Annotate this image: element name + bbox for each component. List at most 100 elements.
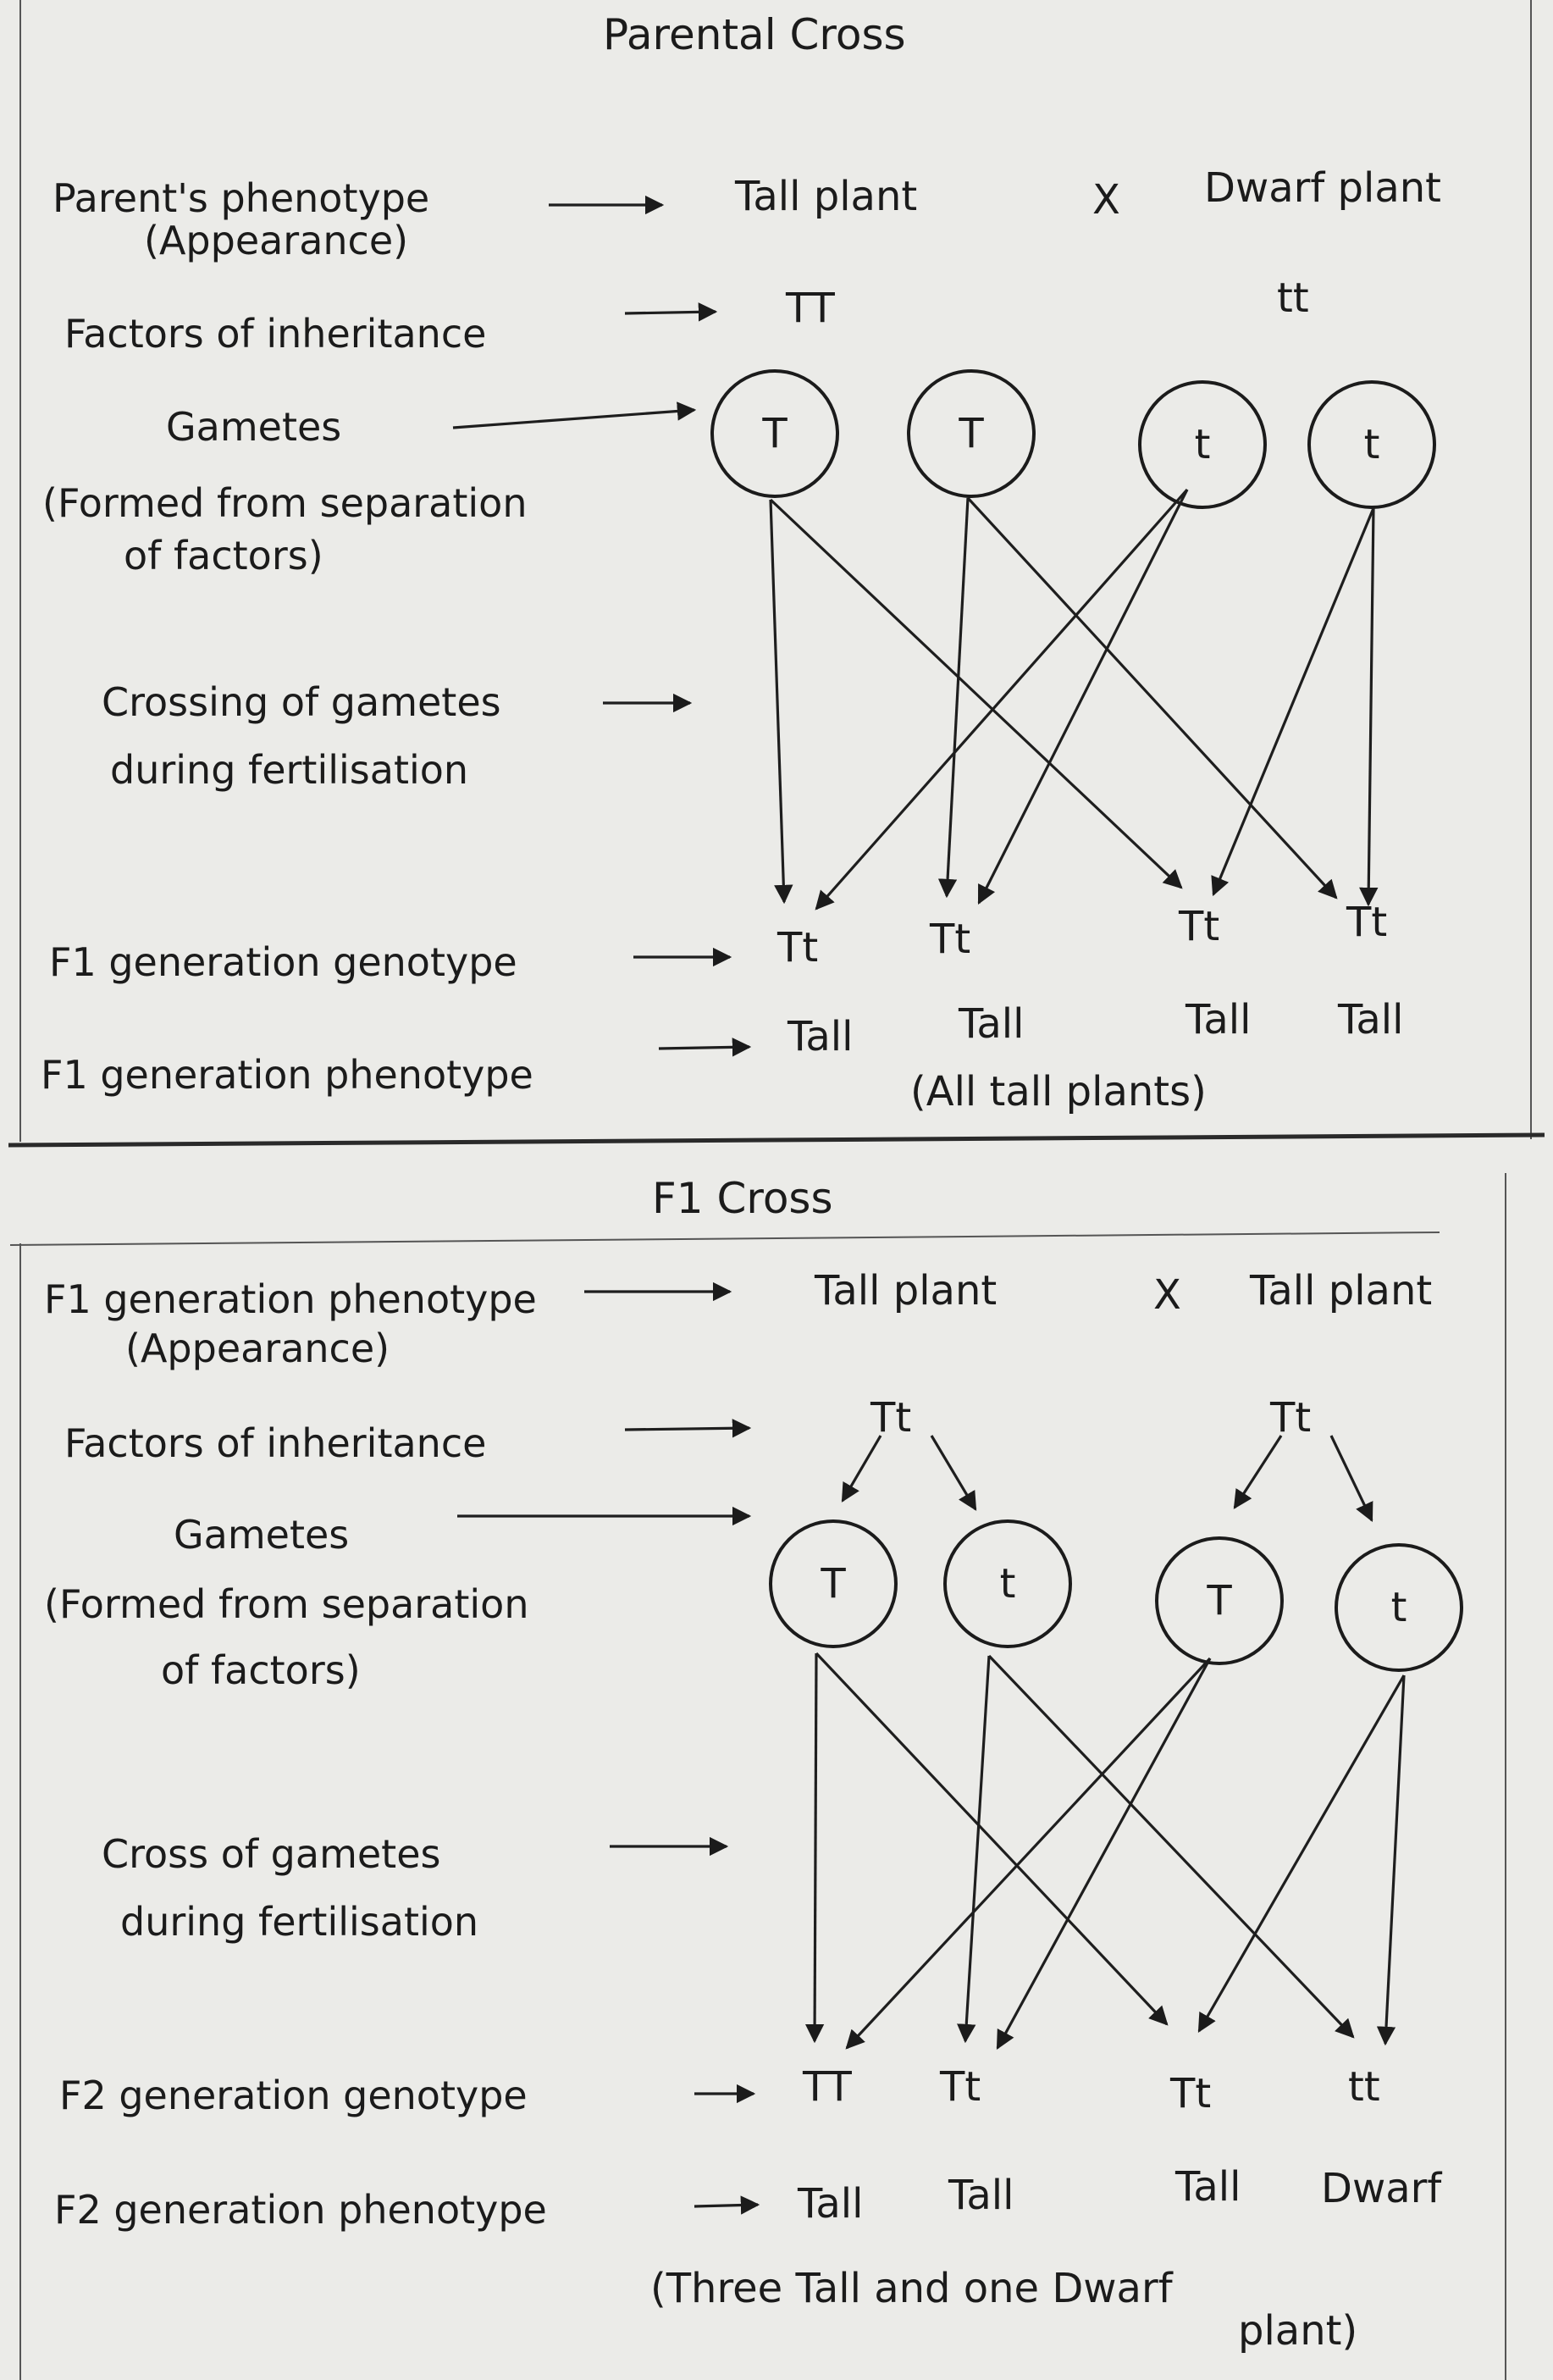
row-label-gametes: Gametes: [174, 1512, 349, 1558]
offspring-phenotype: Tall: [1337, 996, 1403, 1043]
panel-title: F1 Cross: [652, 1174, 833, 1223]
offspring-genotype: Tt: [1346, 899, 1387, 946]
parent-phenotype-left: Tall plant: [734, 173, 917, 220]
fertilisation-arrow: [1359, 507, 1379, 907]
panel-top-border: [9, 1232, 1440, 1246]
row-label-parent-phenotype: Parent's phenotype: [53, 175, 429, 221]
gamete-circle: [1155, 1536, 1284, 1665]
offspring-genotype: Tt: [929, 916, 970, 963]
fertilisation-arrow: [1376, 1674, 1406, 2046]
fertilisation-arrow: [987, 1654, 1355, 2039]
offspring-phenotype: Tall: [948, 2172, 1014, 2219]
cross-symbol: X: [1153, 1271, 1181, 1319]
row-sublabel-appearance: (Appearance): [144, 218, 408, 263]
fertilisation-arrow: [966, 496, 1338, 899]
row-label-f1-genotype: F1 generation genotype: [49, 939, 517, 985]
arrow-icon: [624, 302, 718, 322]
gamete-label: T: [761, 410, 788, 457]
fertilisation-arrow: [977, 489, 1189, 905]
split-arrow-icon: [1329, 1435, 1373, 1523]
fertilisation-arrow: [957, 1655, 991, 2044]
gamete-label: t: [1000, 1560, 1016, 1608]
offspring-genotype: Tt: [939, 2063, 981, 2111]
gamete-circle: [1307, 380, 1436, 509]
phenotype-group: Tall Tall Tall Dwarf: [797, 2163, 1442, 2228]
fertilisation-arrows: [804, 1652, 1406, 2050]
fertilisation-arrow: [845, 1657, 1212, 2050]
f2-summary-line-1: (Three Tall and one Dwarf: [650, 2265, 1174, 2312]
offspring-phenotype: Tall: [1185, 996, 1251, 1043]
parent-factors-left: TT: [785, 285, 835, 332]
arrow-icon: [658, 1038, 752, 1057]
row-label-gametes: Gametes: [166, 404, 341, 450]
row-sublabel-gametes-2: of factors): [124, 533, 323, 578]
row-label-f1-phenotype: F1 generation phenotype: [41, 1052, 533, 1098]
gamete-label: T: [820, 1560, 846, 1608]
genotype-group: TT Tt Tt tt: [802, 2063, 1380, 2117]
row-label-crossing-2: during fertilisation: [110, 747, 468, 793]
gamete-circle: [943, 1519, 1072, 1648]
fertilisation-arrow: [996, 1658, 1212, 2050]
cross-symbol: X: [1092, 176, 1120, 224]
row-label-f1-phenotype: F1 generation phenotype: [44, 1276, 537, 1322]
fertilisation-arrow: [815, 1652, 1169, 2026]
f1-factors-left: Tt: [870, 1394, 911, 1442]
row-label-crossing-1: Crossing of gametes: [102, 679, 501, 725]
gamete-circle: [710, 369, 839, 498]
offspring-phenotype: Tall: [787, 1013, 853, 1060]
fertilisation-arrow: [815, 488, 1189, 910]
gamete-label: T: [1206, 1577, 1232, 1624]
parental-cross-panel: Parental Cross Parent's phenotype (Appea…: [8, 0, 1545, 1148]
fertilisation-arrow: [804, 1652, 825, 2044]
fertilisation-arrow: [769, 498, 1183, 889]
offspring-genotype: Tt: [776, 924, 818, 971]
fertilisation-arrow: [1211, 507, 1375, 897]
gamete-label: t: [1391, 1584, 1407, 1631]
offspring-genotype: tt: [1348, 2063, 1380, 2111]
offspring-genotype: Tt: [1169, 2070, 1211, 2117]
offspring-genotype: TT: [802, 2063, 852, 2111]
offspring-phenotype: Dwarf: [1321, 2165, 1442, 2212]
f1-phenotype-left: Tall plant: [814, 1267, 997, 1315]
parent-phenotype-right: Dwarf plant: [1204, 164, 1441, 212]
gamete-circle: [1335, 1543, 1463, 1672]
panel-title: Parental Cross: [603, 10, 906, 59]
arrow-icon: [624, 1419, 752, 1438]
arrow-icon: [452, 401, 697, 429]
f1-cross-panel: F1 Cross F1 generation phenotype (Appear…: [9, 1173, 1506, 2380]
fertilisation-arrow: [937, 497, 970, 899]
f2-summary-line-2: plant): [1238, 2307, 1357, 2355]
row-sublabel-gametes-1: (Formed from separation: [44, 1581, 528, 1627]
split-arrow-icon: [841, 1435, 882, 1503]
gamete-circle: [769, 1519, 898, 1648]
offspring-phenotype: Tall: [797, 2180, 863, 2228]
gamete-circle: [907, 369, 1036, 498]
row-label-f2-phenotype: F2 generation phenotype: [54, 2187, 547, 2233]
fertilisation-arrow: [769, 499, 793, 905]
fertilisation-arrow: [1197, 1674, 1406, 2033]
offspring-phenotype: Tall: [1174, 2163, 1241, 2211]
split-arrow-icon: [930, 1435, 977, 1511]
split-arrow-icon: [1233, 1435, 1283, 1509]
offspring-genotype: Tt: [1178, 903, 1219, 950]
row-label-crossing-2: during fertilisation: [120, 1899, 478, 1945]
gamete-label: t: [1195, 421, 1211, 468]
panel-bottom-border: [8, 1132, 1545, 1148]
row-label-factors: Factors of inheritance: [64, 1420, 486, 1466]
f1-summary: (All tall plants): [910, 1068, 1207, 1115]
f1-factors-right: Tt: [1269, 1394, 1311, 1442]
row-sublabel-gametes-1: (Formed from separation: [42, 480, 527, 526]
row-label-factors: Factors of inheritance: [64, 311, 486, 357]
row-label-f2-genotype: F2 generation genotype: [59, 2073, 528, 2118]
row-sublabel-appearance: (Appearance): [125, 1326, 390, 1371]
gamete-circle: [1138, 380, 1267, 509]
f1-phenotype-right: Tall plant: [1249, 1267, 1432, 1315]
row-sublabel-gametes-2: of factors): [161, 1647, 361, 1693]
parent-factors-right: tt: [1277, 274, 1309, 322]
arrow-icon: [694, 2195, 760, 2215]
